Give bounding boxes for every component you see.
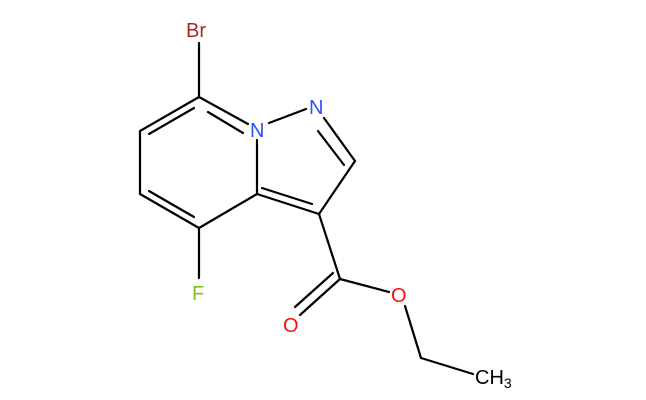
bond-n1-n2 [267,107,308,125]
bond-oester-ch2 [403,304,423,360]
atom-oxygen-carbonyl: O [283,315,299,337]
bond-c5-c4 [138,192,201,230]
bond-n1-c7-inner [206,110,245,135]
atom-bromine: Br [186,20,206,42]
atom-fluorine: F [192,283,204,305]
atom-oxygen-ester: O [391,285,407,307]
bond-c4-c3a [197,192,259,230]
bond-c2-c3 [317,159,357,216]
bond-carbonyl-o-inner [293,271,335,309]
bond-carbonyl-o [298,277,342,317]
bond-c3-c3a-inner [260,186,314,206]
bond-c5-c4-inner [147,189,196,219]
atom-nitrogen-bridgehead: N [250,120,264,142]
bond-n1-c7 [197,95,250,126]
bond-c3-c3a [255,192,321,216]
bond-carbonyl-oester [338,277,391,294]
bond-n2-c2 [322,116,357,163]
atom-nitrogen-2: N [309,97,323,119]
bond-c7-c6 [138,95,201,133]
atom-methyl: CH3 [475,367,512,391]
bond-n2-c2-inner [316,129,346,167]
methyl-ch-label: CH [475,367,504,389]
bond-c3-carbonyl [317,212,342,281]
methyl-subscript: 3 [504,375,512,391]
bonds [138,41,475,376]
bond-c7-c6-inner [147,106,196,136]
atom-labels: Br N N F O O CH3 [186,20,512,391]
bond-ch2-ch3 [419,356,475,376]
